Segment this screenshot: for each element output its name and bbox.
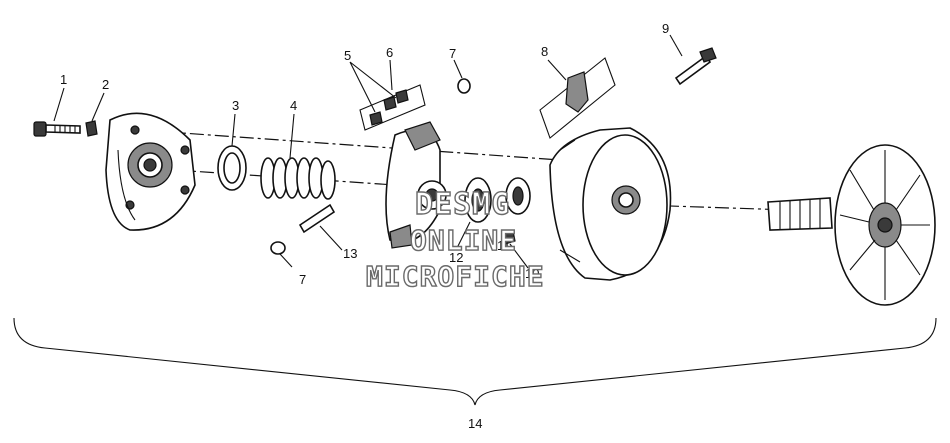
leader-8 — [547, 59, 567, 81]
watermark-line3: MICROFICHE — [366, 260, 545, 293]
part-long-bolt — [674, 47, 717, 86]
callout-13: 13 — [343, 246, 357, 261]
part-pin — [298, 203, 336, 234]
leader-2 — [91, 92, 105, 122]
leader-9 — [669, 34, 683, 57]
leader-5 — [349, 61, 397, 113]
part-roller-11 — [505, 177, 531, 215]
part-cover-plate — [105, 112, 196, 231]
leader-10 — [509, 243, 529, 269]
watermark-line2: ONLINE — [410, 224, 517, 257]
part-nuts-bracket — [359, 84, 426, 131]
part-nut-10 — [502, 230, 516, 245]
callout-3: 3 — [232, 98, 239, 113]
part-spring — [260, 157, 336, 200]
callout-9: 9 — [662, 21, 669, 36]
callout-14: 14 — [468, 416, 482, 431]
part-spider-hub — [385, 121, 447, 249]
callout-4: 4 — [290, 98, 297, 113]
leader-6 — [389, 59, 393, 91]
leader-7b — [279, 253, 293, 268]
assembly-brace — [13, 317, 937, 406]
callout-7a: 7 — [449, 46, 456, 61]
part-movable-sheave — [549, 127, 672, 281]
leader-1 — [53, 87, 65, 122]
callout-2: 2 — [102, 77, 109, 92]
leader-7a — [453, 59, 463, 79]
callout-11: 11 — [497, 238, 511, 253]
callout-7b: 7 — [299, 272, 306, 287]
part-nut — [85, 120, 98, 137]
callout-12: 12 — [449, 250, 463, 265]
part-cap-upper — [457, 78, 471, 94]
callout-10: 10 — [525, 266, 539, 281]
part-cap-lower — [270, 241, 286, 255]
part-weight-arm — [539, 57, 616, 139]
watermark-line1: DESMG — [415, 187, 510, 222]
leader-13 — [319, 225, 343, 251]
part-bolt — [33, 121, 81, 137]
part-fixed-sheave-shaft — [767, 144, 936, 306]
callout-8: 8 — [541, 44, 548, 59]
leader-4 — [289, 113, 295, 159]
callout-5: 5 — [344, 48, 351, 63]
leader-3 — [231, 113, 236, 147]
part-bushing-ring — [217, 145, 247, 191]
part-roller-12 — [464, 177, 492, 223]
callout-6: 6 — [386, 45, 393, 60]
callout-1: 1 — [60, 72, 67, 87]
leader-12 — [455, 221, 471, 251]
